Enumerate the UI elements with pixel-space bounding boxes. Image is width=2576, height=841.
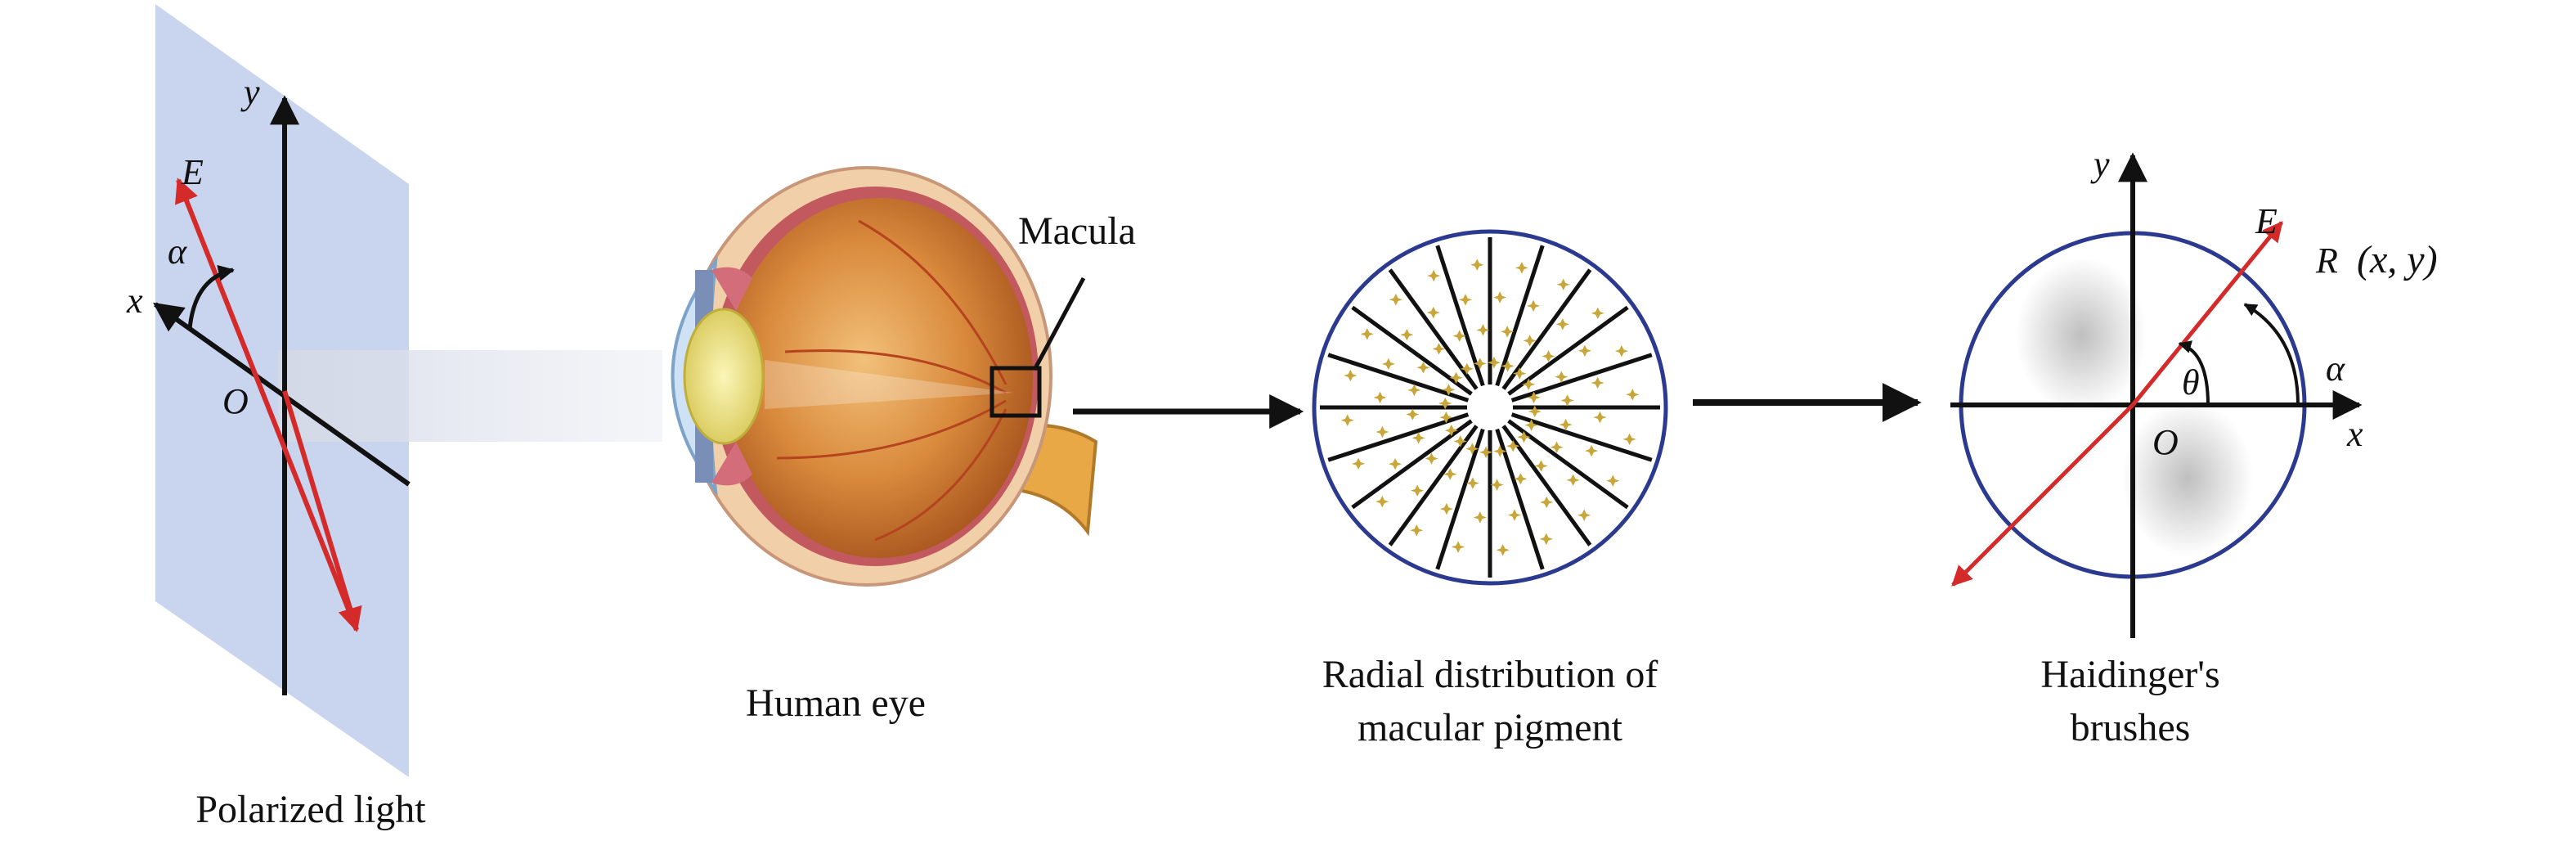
x-axis-label: x (126, 281, 143, 321)
pigment-caption-line1: Radial distribution of (1322, 653, 1658, 696)
polarized-light-caption: Polarized light (195, 788, 426, 831)
macula-leader (1032, 277, 1086, 371)
brushes-y-label: y (2090, 144, 2110, 184)
brushes-alpha-label: α (2326, 349, 2345, 389)
radial-fiber (1510, 353, 1653, 403)
radial-fiber (1388, 425, 1479, 546)
electric-field-tail (282, 390, 362, 632)
brushes-field-tail (1951, 403, 2134, 587)
pigment-caption-line2: macular pigment (1358, 706, 1623, 749)
radial-fiber (1435, 245, 1485, 387)
human-eye-panel: Macula Human eye (671, 166, 1136, 725)
brushes-field-vector (2131, 221, 2283, 407)
origin-label: O (222, 381, 249, 421)
radial-fiber (1327, 353, 1470, 403)
radial-fiber (1507, 419, 1629, 510)
radial-fiber (1435, 428, 1485, 570)
brush-lower-right (2122, 401, 2253, 556)
brushes-caption-line1: Haidinger's (2040, 653, 2219, 696)
haidinger-brushes-panel: y x O E R (x, y) θ α Haidinger's brushes (1950, 144, 2438, 749)
radial-fiber (1327, 412, 1470, 462)
brush-upper-left (2016, 258, 2147, 413)
eye-illustration (671, 166, 1098, 587)
macular-pigment-panel: Radial distribution of macular pigment (1312, 229, 1668, 749)
light-beam (278, 350, 662, 442)
macula-label: Macula (1018, 209, 1136, 253)
alpha-label: α (168, 232, 187, 272)
brushes-field-label: E (2255, 201, 2278, 241)
polarized-light-panel: y x O E α Polarized light (126, 4, 662, 831)
field-label: E (181, 152, 204, 192)
radial-fiber (1495, 245, 1545, 387)
human-eye-caption: Human eye (746, 681, 926, 725)
point-r-label: R (2315, 241, 2338, 281)
macula-marker (990, 366, 1042, 418)
theta-label: θ (2182, 362, 2200, 403)
y-axis-label: y (240, 72, 260, 112)
pigment-boundary (1312, 229, 1668, 586)
electric-field-vector (175, 178, 359, 632)
radial-fiber (1351, 305, 1473, 396)
alpha-angle-arc (187, 264, 235, 330)
brushes-x-label: x (2346, 414, 2363, 454)
alpha-angle-arc (2243, 303, 2300, 406)
radial-fiber (1501, 268, 1592, 390)
x-axis (153, 302, 411, 487)
radial-fiber (1495, 428, 1545, 570)
point-r-coords: (x, y) (2357, 238, 2438, 281)
theta-angle-arc (2178, 340, 2210, 406)
brushes-caption-line2: brushes (2071, 706, 2191, 749)
radial-fiber (1510, 412, 1653, 462)
brushes-origin-label: O (2152, 422, 2179, 462)
